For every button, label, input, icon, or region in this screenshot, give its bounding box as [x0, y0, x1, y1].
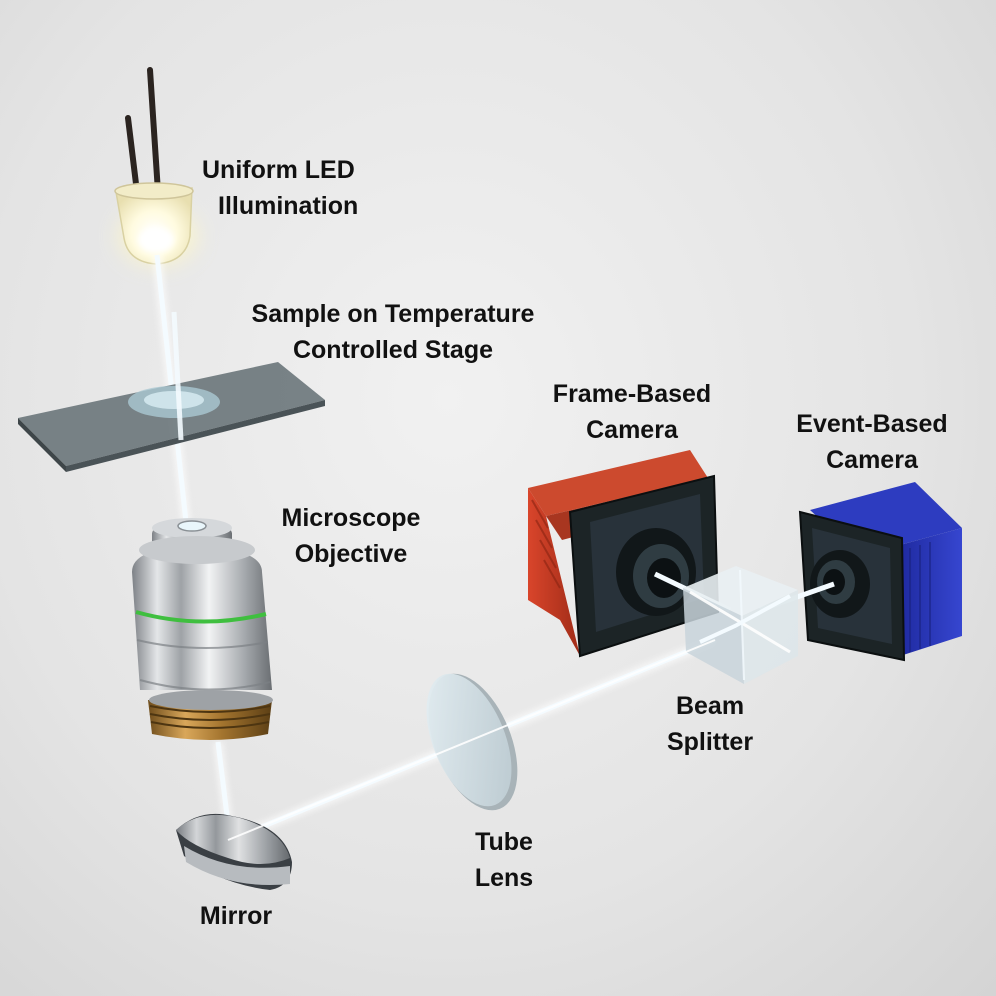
beam-splitter [683, 566, 798, 684]
sample-label: Sample on Temperature Controlled Stage [228, 296, 558, 368]
event-camera [759, 482, 962, 662]
frame-camera-label-line1: Frame-Based [552, 380, 712, 408]
led-label-line2: Illumination [218, 192, 359, 220]
led-label: Uniform LED Illumination [202, 152, 358, 224]
sample-label-line2: Controlled Stage [292, 336, 493, 364]
tube-lens-label: Tube Lens [454, 824, 554, 896]
event-camera-label-line1: Event-Based [796, 410, 948, 438]
mirror-label-line1: Mirror [199, 902, 273, 930]
beam-splitter-label: Beam Splitter [652, 688, 768, 760]
tube-lens-label-line2: Lens [474, 864, 534, 892]
led-label-line1: Uniform LED [202, 156, 355, 184]
tube-lens [426, 673, 518, 811]
led-assembly [114, 67, 198, 266]
frame-camera-label-line2: Camera [586, 416, 678, 444]
microscope-objective [132, 518, 273, 740]
frame-camera-label: Frame-Based Camera [536, 376, 728, 448]
sample-slide [18, 311, 325, 472]
mirror-label: Mirror [186, 898, 286, 934]
objective-label-line1: Microscope [281, 504, 421, 532]
beam-splitter-label-line2: Splitter [666, 728, 754, 756]
event-camera-label-line2: Camera [826, 446, 918, 474]
beam-splitter-label-line1: Beam [675, 692, 745, 720]
tube-lens-label-line1: Tube [475, 828, 533, 856]
frame-camera [528, 450, 732, 658]
objective-label-line2: Objective [294, 540, 408, 568]
event-camera-label: Event-Based Camera [780, 406, 964, 478]
objective-label: Microscope Objective [268, 500, 434, 572]
sample-label-line1: Sample on Temperature [251, 300, 535, 328]
